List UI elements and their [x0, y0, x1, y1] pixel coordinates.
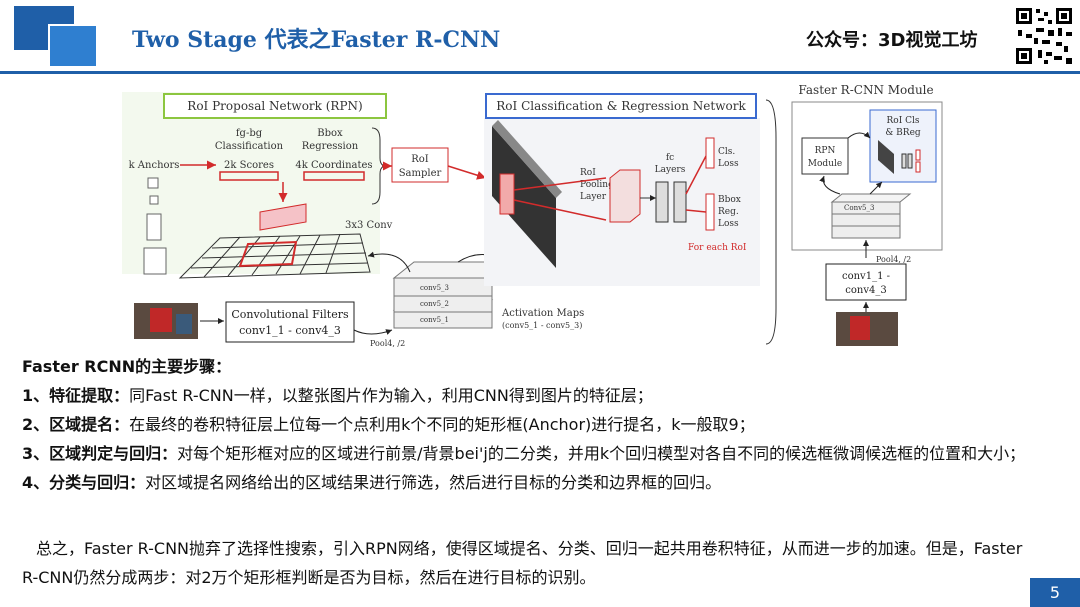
module-conv5-stack	[830, 193, 912, 239]
feature-volume	[492, 126, 556, 268]
module-title: Faster R-CNN Module	[798, 83, 933, 97]
conv5-3-label: conv5_3	[420, 284, 449, 292]
bbox-loss-label-1: Bbox	[718, 195, 741, 205]
step-item: 3、区域判定与回归：对每个矩形框对应的区域进行前景/背景bei'j的二分类，并用…	[22, 439, 1062, 468]
bbox-reg-label-2: Regression	[302, 141, 359, 152]
fc-label-2: Layers	[655, 165, 686, 175]
module-conv5-label: Conv5_3	[844, 204, 874, 212]
steps-section: Faster RCNN的主要步骤： 1、特征提取：同Fast R-CNN一样，以…	[22, 352, 1062, 497]
module-conv1-label-2: conv4_3	[845, 285, 886, 296]
pooling-label-3: Layer	[580, 192, 607, 202]
qr-code-icon	[1014, 6, 1074, 66]
step-label: 4、分类与回归：	[22, 473, 146, 492]
conv5-2-label: conv5_2	[420, 300, 449, 308]
module-pool4-label: Pool4, /2	[876, 255, 911, 264]
conv-filters-label-1: Convolutional Filters	[231, 308, 349, 321]
conv5-1-label: conv5_1	[420, 316, 449, 324]
pool4-label: Pool4, /2	[370, 339, 405, 348]
roi-sampler-label-1: RoI	[411, 154, 429, 165]
cls-title-box	[485, 93, 757, 119]
rpn-title-box	[163, 93, 387, 119]
faster-rcnn-diagram: RoI Proposal Network (RPN) fg-bg Classif…	[122, 83, 943, 348]
header-rule	[0, 71, 1080, 74]
steps-heading: Faster RCNN的主要步骤：	[22, 357, 232, 376]
fgbg-label-1: fg-bg	[236, 128, 263, 139]
conv-filters-label-2: conv1_1 - conv4_3	[239, 324, 341, 337]
rpn-module-box	[801, 137, 849, 175]
cls-loss-label-1: Cls.	[718, 147, 735, 157]
step-text: 同Fast R-CNN一样，以整张图片作为输入，利用CNN得到图片的特征层；	[129, 386, 653, 405]
activation-stack	[392, 261, 514, 329]
step-label: 3、区域判定与回归：	[22, 444, 178, 463]
page-title: Two Stage 代表之Faster R-CNN	[132, 27, 501, 53]
cls-loss-label-2: Loss	[718, 159, 739, 169]
pooling-label-1: RoI	[580, 168, 596, 178]
account-name: 公众号：3D视觉工坊	[806, 30, 978, 51]
rpn-title: RoI Proposal Network (RPN)	[187, 99, 362, 113]
coords-label: 4k Coordinates	[295, 160, 372, 171]
rpn-module-label-2: Module	[808, 159, 842, 169]
act-maps-label-1: Activation Maps	[501, 308, 584, 319]
pooling-label-2: Pooling	[580, 180, 614, 190]
module-conv1-box	[825, 263, 907, 301]
fgbg-label-2: Classification	[215, 141, 284, 152]
roi-sampler-label-2: Sampler	[399, 168, 442, 179]
scores-label: 2k Scores	[224, 160, 274, 171]
bbox-loss-label-2: Reg.	[718, 207, 739, 217]
step-item: 4、分类与回归：对区域提名网络给出的区域结果进行筛选，然后进行目标的分类和边界框…	[22, 468, 1062, 497]
module-conv1-label-1: conv1_1 -	[842, 271, 890, 282]
fc-label-1: fc	[666, 153, 674, 163]
roi-cls-breg-label-2: & BReg	[885, 128, 921, 138]
logo-square-light	[48, 24, 98, 68]
rpn-module-label-1: RPN	[815, 146, 836, 156]
conv3x3-label: 3x3 Conv	[345, 220, 393, 231]
roi-cls-breg-label-1: RoI Cls	[887, 116, 920, 126]
conv-filters-box	[225, 301, 355, 343]
step-label: 1、特征提取：	[22, 386, 130, 405]
k-anchors-label: k Anchors	[129, 160, 180, 171]
summary-paragraph: 总之，Faster R-CNN抛弃了选择性搜索，引入RPN网络，使得区域提名、分…	[22, 539, 1023, 587]
page-number: 5	[1030, 578, 1080, 607]
step-text: 对区域提名网络给出的区域结果进行筛选，然后进行目标的分类和边界框的回归。	[145, 473, 722, 492]
bbox-loss-label-3: Loss	[718, 219, 739, 229]
cls-title: RoI Classification & Regression Network	[496, 99, 746, 113]
bbox-reg-label-1: Bbox	[317, 128, 343, 139]
roi-sampler-box	[391, 147, 449, 183]
for-each-roi-label: For each RoI	[688, 243, 747, 253]
step-text: 对每个矩形框对应的区域进行前景/背景bei'j的二分类，并用k个回归模型对各自不…	[177, 444, 1026, 463]
step-item: 1、特征提取：同Fast R-CNN一样，以整张图片作为输入，利用CNN得到图片…	[22, 381, 1062, 410]
step-label: 2、区域提名：	[22, 415, 130, 434]
step-text: 在最终的卷积特征层上位每一个点利用k个不同的矩形框(Anchor)进行提名，k一…	[129, 415, 755, 434]
act-maps-label-2: (conv5_1 - conv5_3)	[502, 321, 582, 330]
step-item: 2、区域提名：在最终的卷积特征层上位每一个点利用k个不同的矩形框(Anchor)…	[22, 410, 1062, 439]
